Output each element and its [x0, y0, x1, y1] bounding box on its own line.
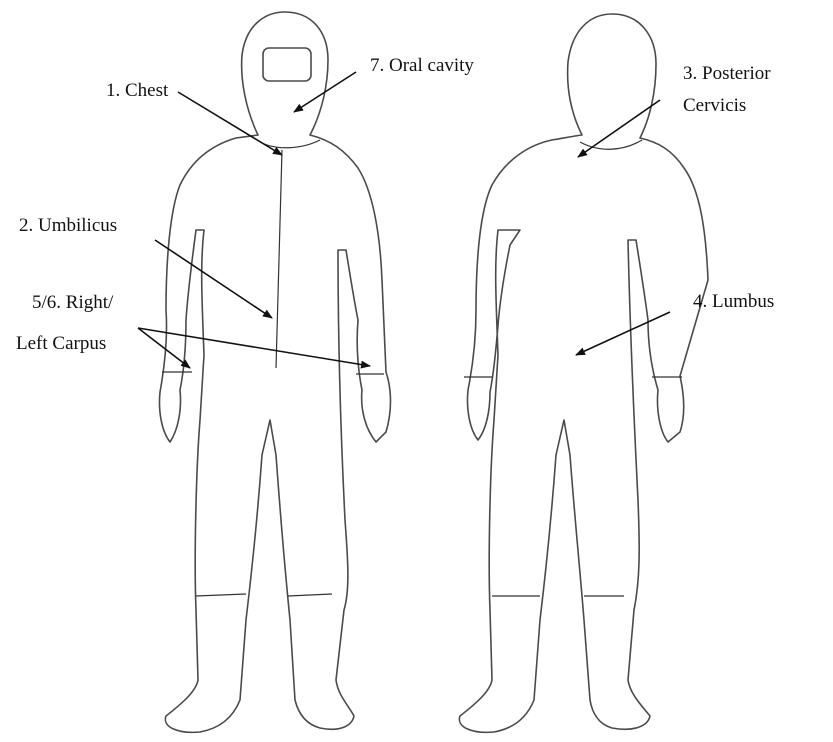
front-figure	[159, 12, 390, 732]
labels: 1. Chest 7. Oral cavity 2. Umbilicus 5/6…	[16, 55, 774, 354]
pointer-arrows	[138, 72, 670, 368]
label-carpus-line1: 5/6. Right/	[32, 292, 114, 313]
back-collar-line	[580, 140, 642, 149]
chest-arrow	[178, 92, 282, 155]
front-zipper-line	[276, 150, 282, 368]
label-chest: 1. Chest	[106, 80, 169, 101]
label-umbilicus: 2. Umbilicus	[19, 215, 117, 236]
label-posterior-line2: Cervicis	[683, 95, 746, 116]
oral-cavity-arrow	[294, 72, 356, 112]
lumbus-arrow	[576, 312, 670, 355]
front-face-window	[263, 48, 311, 81]
back-body-outline	[459, 14, 708, 732]
left-carpus-arrow	[138, 328, 370, 366]
front-body-outline	[159, 12, 390, 732]
label-carpus-line2: Left Carpus	[16, 333, 106, 354]
umbilicus-arrow	[155, 240, 272, 318]
label-lumbus: 4. Lumbus	[693, 291, 774, 312]
front-right-ankle-line	[196, 594, 246, 596]
front-left-ankle-line	[288, 594, 332, 596]
label-posterior-line1: 3. Posterior	[683, 63, 771, 84]
back-figure	[459, 14, 708, 732]
label-oral-cavity: 7. Oral cavity	[370, 55, 474, 76]
